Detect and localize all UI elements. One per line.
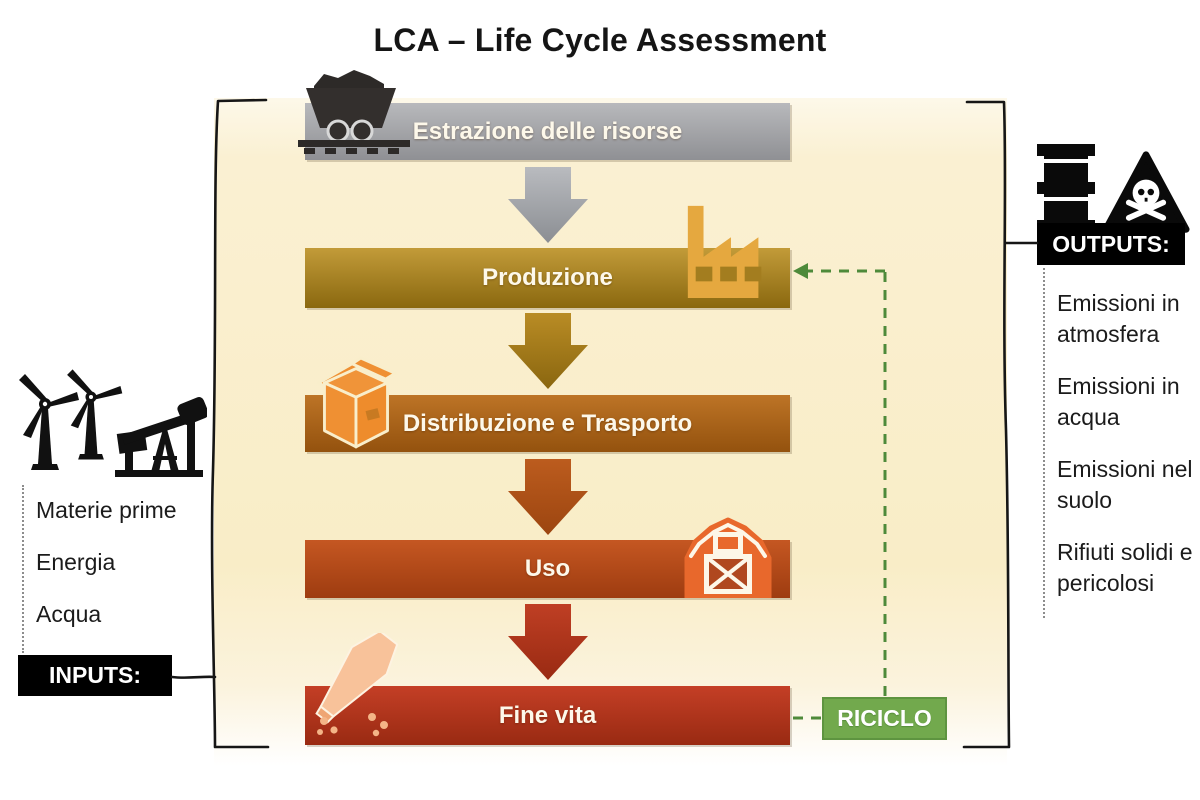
stage-bar-estrazione: Estrazione delle risorse [305, 103, 790, 160]
inputs-list: Materie prime Energia Acqua [22, 485, 212, 653]
arrow-down-gold-icon [508, 313, 588, 389]
barn-icon [681, 506, 775, 598]
arrow-down-gray-icon [508, 167, 588, 243]
factory-icon [680, 200, 778, 298]
stage-label-estrazione: Estrazione delle risorse [412, 117, 683, 145]
output-item-emissioni-acqua: Emissioni in acqua [1057, 373, 1180, 430]
package-box-icon [313, 353, 399, 451]
output-item-emissioni-suolo: Emissioni nel suolo [1057, 456, 1193, 513]
arrow-down-rust-icon [508, 459, 588, 535]
toxic-warning-icon [1102, 150, 1190, 236]
wind-turbines-icon [15, 360, 207, 480]
input-item-energia: Energia [36, 549, 116, 575]
input-item-materie-prime: Materie prime [36, 497, 177, 523]
riciclo-box: RICICLO [822, 697, 947, 740]
outputs-label-text: OUTPUTS: [1052, 230, 1170, 257]
stage-label-uso: Uso [524, 555, 571, 582]
page-title: LCA – Life Cycle Assessment [373, 22, 827, 58]
coffin-icon [314, 633, 410, 737]
mine-cart-icon [298, 64, 416, 156]
stage-label-fine-vita: Fine vita [498, 701, 597, 729]
stage-label-distribuzione: Distribuzione e Trasporto [402, 409, 693, 437]
output-item-emissioni-atmosfera: Emissioni in atmosfera [1057, 290, 1180, 347]
stage-label-produzione: Produzione [482, 264, 613, 291]
stage-bar-fine-vita: Fine vita [305, 686, 790, 745]
riciclo-label: RICICLO [837, 705, 932, 731]
input-item-acqua: Acqua [36, 601, 102, 627]
inputs-label: INPUTS: [18, 655, 172, 696]
output-item-rifiuti: Rifiuti solidi e pericolosi [1057, 539, 1193, 596]
outputs-list: Emissioni in atmosfera Emissioni in acqu… [1043, 268, 1195, 618]
inputs-label-text: INPUTS: [49, 662, 141, 688]
outputs-label: OUTPUTS: [1037, 223, 1185, 265]
oil-drum-icon [1037, 142, 1095, 236]
arrow-down-red-icon [508, 604, 588, 680]
